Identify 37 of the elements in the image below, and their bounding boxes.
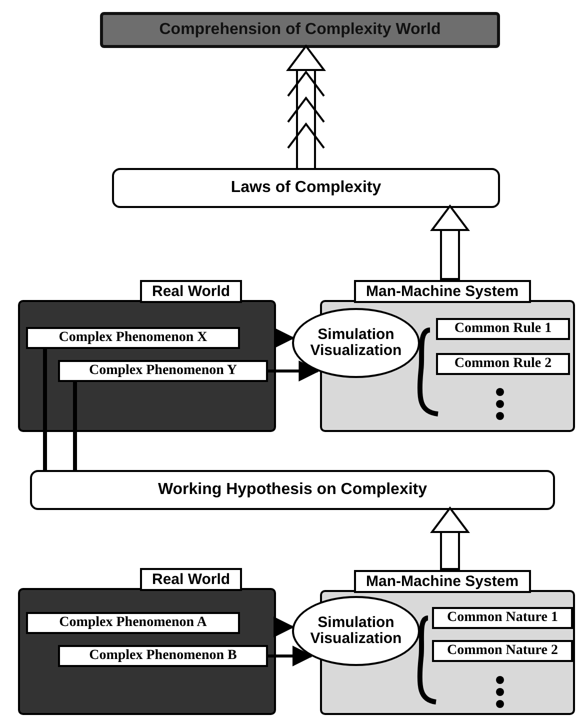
node-label: Common Nature 2	[447, 643, 558, 659]
heading-label: Real World	[140, 280, 242, 303]
connector-line	[43, 349, 47, 470]
item-box	[58, 360, 268, 382]
item-box	[436, 353, 570, 375]
node-label: Complex Phenomenon A	[59, 615, 207, 631]
item-box	[436, 318, 570, 340]
hollow-arrow	[431, 507, 469, 570]
item-box	[26, 612, 240, 634]
node-label: Complex Phenomenon Y	[88, 363, 238, 379]
item-box	[26, 327, 240, 349]
process-box	[112, 168, 500, 208]
hollow-arrow	[287, 45, 325, 170]
item-box	[432, 607, 573, 629]
node-label: Common Nature 1	[447, 610, 558, 626]
process-box	[30, 470, 555, 510]
heading-label: Man-Machine System	[354, 570, 531, 593]
item-box	[432, 640, 573, 662]
heading-label: Real World	[140, 568, 242, 591]
arrow	[274, 328, 295, 348]
title: Comprehension of Complexity World	[159, 21, 441, 39]
node-label: Complex Phenomenon X	[58, 330, 208, 346]
title-banner	[100, 12, 500, 48]
node-label: Complex Phenomenon B	[89, 648, 237, 664]
node-label: Simulation Visualization	[309, 614, 403, 648]
item-box	[58, 645, 268, 667]
node-label: Common Rule 2	[454, 356, 552, 372]
heading-label: Man-Machine System	[354, 280, 531, 303]
node-label: Simulation Visualization	[309, 326, 403, 360]
arrow	[268, 360, 320, 382]
node-label: Working Hypothesis on Complexity	[158, 481, 428, 499]
arrow	[268, 646, 314, 666]
connector-line	[73, 382, 77, 470]
hollow-arrow	[431, 205, 469, 280]
node-label: Common Rule 1	[454, 321, 552, 337]
node-label: Laws of Complexity	[230, 179, 382, 197]
arrow	[274, 616, 295, 638]
